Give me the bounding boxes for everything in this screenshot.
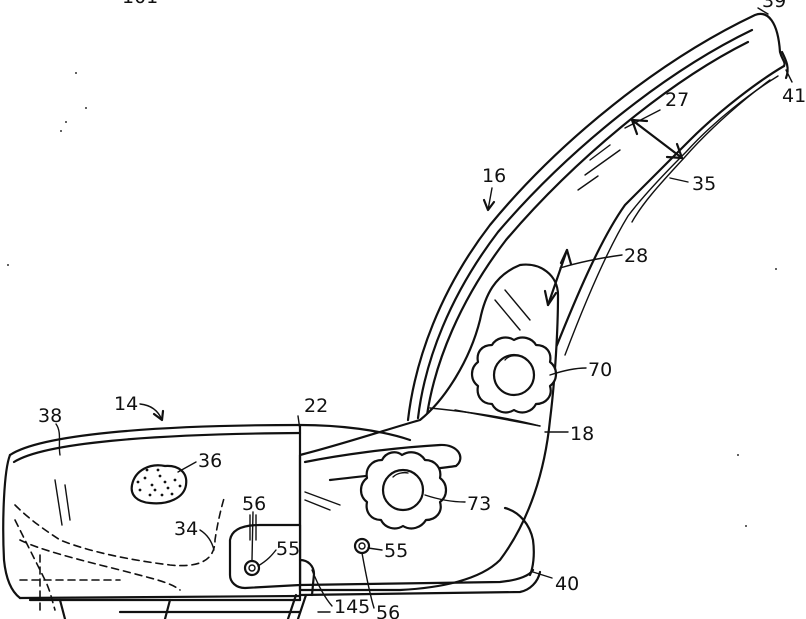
label-56-upper: 56: [242, 493, 266, 515]
seat-base: [286, 506, 542, 619]
label-101: 101: [122, 0, 158, 8]
label-36: 36: [198, 450, 222, 472]
blob-texture: [136, 468, 182, 497]
label-27: 27: [665, 89, 689, 111]
label-39: 39: [762, 0, 786, 12]
label-35: 35: [692, 173, 716, 195]
leader-lines: [55, 7, 793, 613]
label-16: 16: [482, 165, 506, 187]
label-38: 38: [38, 405, 62, 427]
reference-labels: 39 41 27 16 35 28 70 14 22 18 38 36 56 3…: [38, 0, 806, 619]
seat-cushion: [2, 423, 412, 619]
knob-70: [470, 336, 558, 414]
label-55-left: 55: [276, 538, 300, 560]
label-28: 28: [624, 245, 648, 267]
knob-73: [359, 451, 448, 530]
label-145: 145: [334, 596, 370, 618]
label-55-right: 55: [384, 540, 408, 562]
label-73: 73: [467, 493, 491, 515]
seat-back: [406, 12, 789, 422]
label-70: 70: [588, 359, 612, 381]
label-14: 14: [114, 393, 138, 415]
label-41: 41: [782, 85, 806, 107]
label-18: 18: [570, 423, 594, 445]
label-22: 22: [304, 395, 328, 417]
label-56-lower: 56: [376, 602, 400, 619]
label-34: 34: [174, 518, 198, 540]
paper-specks: [7, 72, 777, 527]
label-40: 40: [555, 573, 579, 595]
